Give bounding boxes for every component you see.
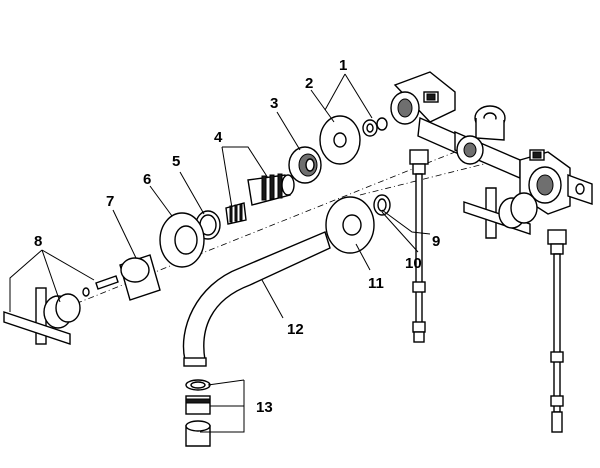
part-13-aerator-set (185, 379, 211, 447)
part-11-spout-rosette (325, 196, 375, 254)
part-1-ring (362, 117, 388, 137)
callout-7: 7 (106, 193, 114, 210)
callout-4: 4 (214, 129, 223, 146)
callout-13: 13 (256, 399, 273, 416)
callout-2: 2 (305, 75, 313, 92)
part-2-rosette (319, 115, 361, 165)
part-4-cartridge (225, 173, 295, 225)
cross-handle-right (463, 187, 538, 239)
valve-body (390, 71, 593, 215)
callout-5: 5 (172, 153, 180, 170)
callout-labels: 1 2 3 4 5 6 7 8 9 10 11 12 13 (34, 57, 440, 416)
callout-10: 10 (405, 255, 422, 272)
leader-lines (9, 73, 431, 433)
part-12-spout (182, 231, 331, 367)
callout-9: 9 (432, 233, 440, 250)
callout-12: 12 (287, 321, 304, 338)
part-9-flex-hose (409, 149, 429, 343)
part-3-sleeve (288, 146, 322, 184)
callout-11: 11 (368, 275, 384, 292)
part-7-extension (119, 254, 161, 301)
callout-8: 8 (34, 233, 42, 250)
callout-1: 1 (339, 57, 347, 74)
callout-6: 6 (143, 171, 151, 188)
callout-3: 3 (270, 95, 278, 112)
part-6-cover-plate (159, 212, 205, 268)
assembly-axes (39, 149, 501, 319)
part-8-handle-assembly (3, 275, 119, 345)
part-10-washer (373, 194, 391, 216)
flex-hose-right (547, 229, 567, 433)
